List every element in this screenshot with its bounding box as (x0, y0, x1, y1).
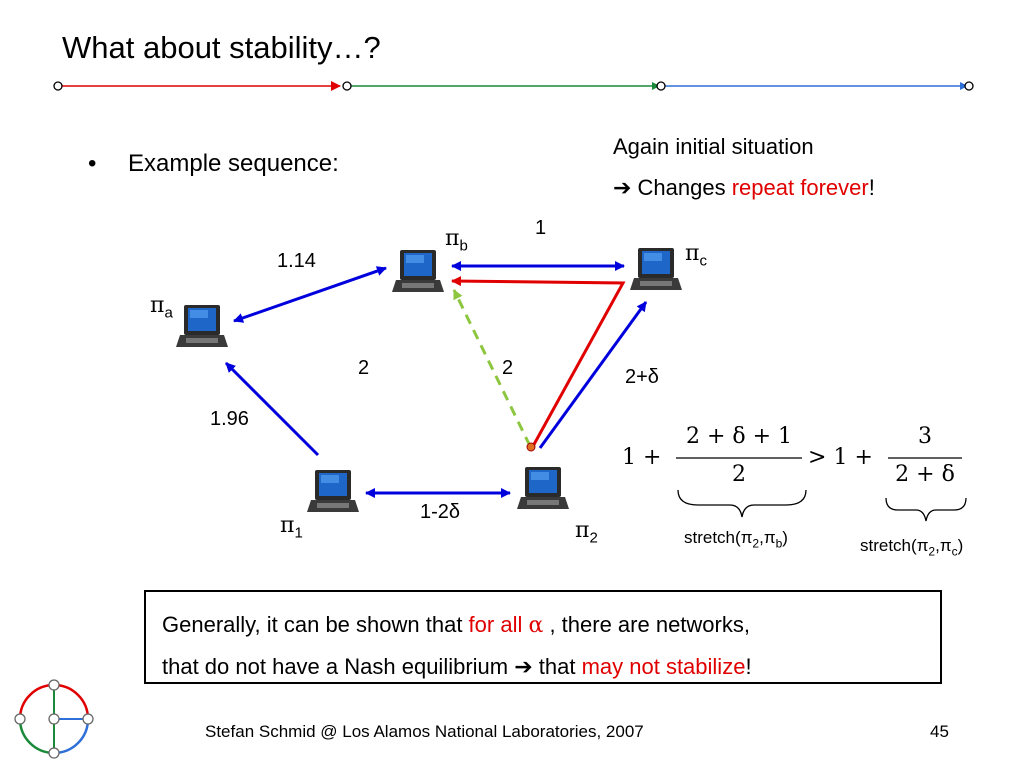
conclusion-l1-a: Generally, it can be shown that (162, 612, 469, 637)
formula-plus-b: + (854, 445, 873, 470)
laptop-icon-p2 (517, 467, 569, 509)
node-pb-symbol: π (445, 226, 460, 251)
edge-label-p1-p2: 1-2δ (420, 501, 461, 523)
node-label-pb: πb (445, 226, 468, 254)
conclusion-box: Generally, it can be shown that for all … (144, 590, 942, 684)
node-label-pa: πa (150, 293, 173, 321)
stretch1-sub-b: b (775, 536, 783, 551)
node-p2-symbol: π (575, 518, 590, 543)
formula-gt: > (808, 445, 827, 470)
conclusion-line-2: that do not have a Nash equilibrium ➔ th… (162, 646, 940, 687)
edge-label-mid-left: 2 (358, 357, 370, 379)
stretch1-comma: , (759, 528, 764, 547)
edge-label-mid-right: 2 (502, 357, 514, 379)
slide-title: What about stability…? (62, 30, 381, 65)
conclusion-alpha: α (528, 613, 544, 638)
stretch1-close: ) (782, 528, 788, 547)
laptop-icon-pc (630, 248, 682, 290)
stretch2-pi-b: π (939, 536, 952, 555)
edge-p2-pb-red (451, 276, 626, 449)
formula-plus-a: + (643, 445, 662, 470)
node-label-pc: πc (685, 241, 707, 269)
stretch-label-2: stretch(π2,πc) (860, 536, 963, 558)
formula-middle: > 1 + (808, 445, 873, 470)
stretch2-text: stretch( (860, 536, 917, 555)
stretch-label-1: stretch(π2,πb) (684, 528, 788, 550)
formula-den-2: 2 + δ (895, 462, 955, 487)
laptop-icon-p1 (307, 470, 359, 512)
node-pb-sub: b (459, 237, 468, 255)
formula-den-1: 2 (732, 462, 746, 487)
formula-num-1: 2 + δ + 1 (685, 424, 793, 449)
edge-pa-pb (233, 266, 387, 323)
node-pc-symbol: π (685, 241, 700, 266)
brace-1 (677, 489, 807, 518)
edge-p2-pb-dashed (452, 289, 532, 447)
situation-red-text: repeat forever (731, 175, 869, 200)
node-label-p2: π2 (575, 518, 598, 546)
stretch1-pi-b: π (763, 528, 776, 547)
bullet-text: Example sequence: (128, 150, 339, 177)
stretch2-sub-a: 2 (928, 544, 936, 559)
edge-p2-pc (538, 301, 648, 449)
conclusion-l2-b: ! (745, 654, 752, 679)
title-timeline (53, 81, 974, 91)
situation-line-2: ➔ Changes repeat forever! (613, 167, 875, 208)
edge-label-b-c: 1 (535, 217, 547, 239)
conclusion-l2-a: that do not have a Nash equilibrium ➔ th… (162, 654, 582, 679)
stretch2-pi-a: π (916, 536, 929, 555)
edge-label-a-b: 1.14 (277, 250, 316, 272)
node-p2-sub: 2 (589, 529, 598, 547)
formula-num-2: 3 (918, 424, 932, 449)
situation-end: ! (868, 175, 875, 200)
node-pa-sub: a (164, 304, 173, 322)
stretch1-sub-a: 2 (752, 536, 760, 551)
conclusion-l2-red: may not stabilize (581, 654, 746, 679)
stretch2-close: ) (957, 536, 964, 555)
edge-label-a-1: 1.96 (210, 408, 249, 430)
edge-label-p2-pc: 2+δ (625, 366, 659, 388)
brace-2 (885, 497, 967, 522)
node-p1-sub: 1 (294, 524, 303, 542)
formula-one-b: 1 (833, 445, 848, 470)
footer-text: Stefan Schmid @ Los Alamos National Labo… (205, 722, 644, 741)
situation-arrow-text: ➔ Changes (613, 175, 732, 200)
stretch1-pi-a: π (740, 528, 753, 547)
stretch1-text: stretch( (684, 528, 741, 547)
stretch2-sub-b: c (951, 544, 958, 559)
bullet-item: • Example sequence: (88, 150, 339, 178)
conclusion-l1-b: , there are networks, (543, 612, 750, 637)
node-p1-symbol: π (280, 513, 295, 538)
formula-left-one: 1 + (622, 445, 661, 470)
logo (14, 679, 94, 759)
bullet-dot: • (88, 150, 97, 177)
conclusion-line-1: Generally, it can be shown that for all … (162, 604, 940, 646)
laptop-icon-pb (392, 250, 444, 292)
situation-note: Again initial situation ➔ Changes repeat… (613, 126, 875, 208)
node-pa-symbol: π (150, 293, 165, 318)
edge-p1-pa (224, 361, 320, 457)
node-label-p1: π1 (280, 513, 303, 541)
situation-line-1: Again initial situation (613, 134, 814, 159)
node-pc-sub: c (699, 252, 707, 270)
stretch2-comma: , (935, 536, 940, 555)
conclusion-l1-red: for all (468, 612, 529, 637)
laptop-icon-pa (176, 305, 228, 347)
page-number: 45 (930, 722, 949, 741)
formula-one-a: 1 (622, 445, 636, 470)
